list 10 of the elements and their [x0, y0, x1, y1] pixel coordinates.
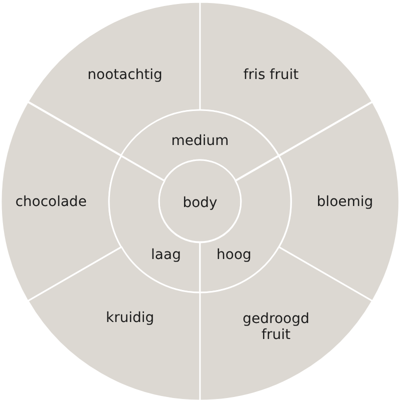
segment-label: hoog: [216, 247, 252, 263]
segment-label: kruidig: [106, 310, 154, 326]
segment-label: body: [182, 195, 218, 211]
segment-label: fris fruit: [243, 67, 299, 83]
segment-label: bloemig: [316, 194, 374, 210]
segment-label: medium: [171, 133, 229, 149]
segment-label: chocolade: [15, 194, 87, 210]
segment-label: nootachtig: [88, 67, 162, 83]
segment-label: gedroogd fruit: [242, 311, 310, 343]
segment-label: laag: [151, 247, 181, 263]
